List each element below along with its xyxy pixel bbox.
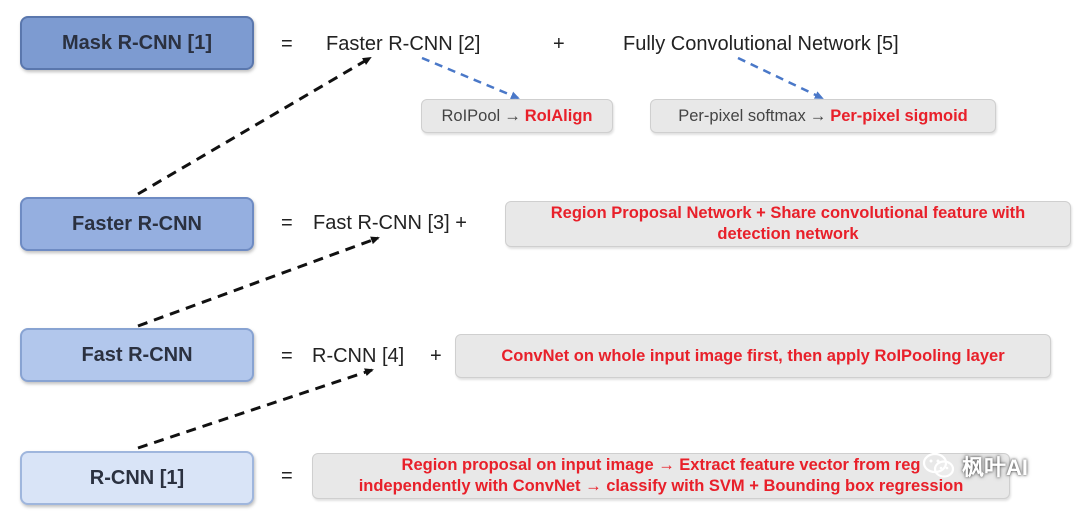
equals-sign: = — [281, 212, 293, 234]
mask-rcnn-box: Mask R-CNN [1] — [20, 16, 254, 70]
region-proposal-note: Region proposal on input image → Extract… — [312, 453, 1010, 499]
equals-sign: = — [281, 33, 293, 55]
rpn-note: Region Proposal Network + Share convolut… — [505, 201, 1071, 247]
plus-sign: + — [430, 345, 442, 367]
arrow-faster2-to-roialign — [421, 56, 520, 100]
rcnn-ref: R-CNN [4] — [312, 345, 405, 367]
equals-sign: = — [281, 345, 293, 367]
sigmoid-text: Per-pixel sigmoid — [830, 106, 968, 125]
faster-rcnn-box: Faster R-CNN — [20, 197, 254, 251]
equals-sign: = — [281, 465, 293, 487]
convnet-note-text: ConvNet on whole input image first, then… — [501, 346, 1005, 365]
region-note-line1: Region proposal on input image → Extract… — [401, 456, 921, 474]
plus-sign: + — [553, 33, 565, 55]
rcnn-box: R-CNN [1] — [20, 451, 254, 505]
wechat-icon — [922, 452, 955, 478]
fcn-ref: Fully Convolutional Network [5] — [623, 33, 899, 55]
arrow-glyph: → — [809, 106, 827, 125]
rpn-note-line2: detection network — [717, 225, 859, 243]
fast-rcnn-box: Fast R-CNN — [20, 328, 254, 382]
arrow-fcn-to-sigmoid — [737, 56, 824, 100]
softmax-text: Per-pixel softmax — [678, 106, 806, 125]
roipool-text: RoIPool — [441, 106, 501, 125]
roialign-text: RoIAlign — [524, 106, 593, 125]
watermark: 枫叶AI — [922, 446, 1054, 486]
watermark-text: 枫叶AI — [962, 455, 1029, 480]
convnet-note: ConvNet on whole input image first, then… — [455, 334, 1051, 378]
arrow-fast-to-faster — [137, 236, 380, 328]
arrow-glyph: → — [504, 106, 521, 125]
arrow-faster-to-mask — [137, 56, 372, 196]
fast-rcnn-ref: Fast R-CNN [3] + — [313, 212, 467, 234]
faster-rcnn-ref: Faster R-CNN [2] — [326, 33, 481, 55]
roialign-note: RoIPool → RoIAlign — [421, 99, 613, 133]
arrow-rcnn-to-fast — [137, 368, 374, 450]
region-note-line2: independently with ConvNet → classify wi… — [358, 477, 964, 495]
sigmoid-note: Per-pixel softmax → Per-pixel sigmoid — [650, 99, 996, 133]
rpn-note-line1: Region Proposal Network + Share convolut… — [550, 204, 1026, 222]
